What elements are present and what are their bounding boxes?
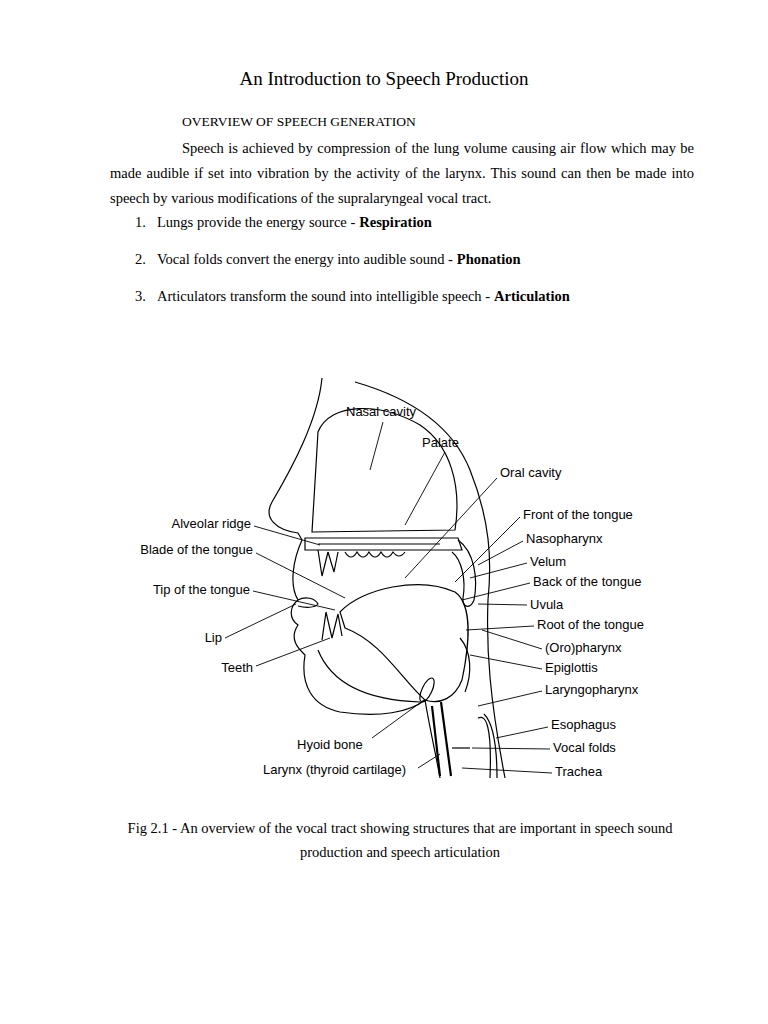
leader-line [418, 754, 440, 768]
part-label: Root of the tongue [537, 617, 644, 633]
leader-line [405, 478, 497, 578]
leader-line [254, 526, 320, 545]
larynx-tube [432, 702, 451, 776]
nasal-cavity-outline [312, 409, 457, 532]
leader-line [482, 630, 542, 649]
part-label: Hyoid bone [297, 737, 363, 753]
part-label: Laryngopharynx [545, 682, 638, 698]
leader-line [478, 691, 542, 706]
leader-line [466, 626, 534, 630]
part-label: Uvula [530, 597, 563, 613]
body-paragraph: Speech is achieved by compression of the… [110, 136, 694, 211]
epiglottis [460, 638, 470, 692]
section-heading: OVERVIEW OF SPEECH GENERATION [182, 114, 416, 130]
leader-line [478, 604, 527, 605]
part-label: Oral cavity [500, 465, 561, 481]
leader-line [470, 655, 542, 669]
leader-line [478, 541, 523, 565]
list-number: 2. [135, 251, 146, 268]
part-label: Palate [422, 435, 459, 451]
list-row: Lungs provide the energy source -Respira… [157, 214, 432, 231]
part-label: Alveolar ridge [172, 516, 252, 532]
part-label: Vocal folds [553, 740, 616, 756]
leader-line [370, 422, 383, 470]
part-label: (Oro)pharynx [545, 640, 622, 656]
leader-line [462, 768, 552, 773]
part-label: Nasal cavity [346, 404, 416, 420]
molars [345, 552, 405, 557]
leader-line [496, 727, 548, 738]
leader-line [462, 583, 530, 600]
leader-line [253, 591, 335, 610]
part-label: Back of the tongue [533, 574, 641, 590]
pharynx-wall [355, 382, 505, 778]
leader-line [225, 604, 296, 638]
part-label: Trachea [555, 764, 602, 780]
face-profile [269, 378, 440, 778]
jaw-floor [318, 650, 420, 702]
stage-term: Articulation [494, 288, 570, 304]
part-label: Lip [205, 630, 222, 646]
part-label: Epiglottis [545, 660, 598, 676]
figure-caption: Fig 2.1 - An overview of the vocal tract… [100, 816, 700, 864]
list-number: 3. [135, 288, 146, 305]
list-row: Vocal folds convert the energy into audi… [157, 251, 521, 268]
part-label: Larynx (thyroid cartilage) [263, 762, 406, 778]
leader-line [455, 517, 520, 582]
upper-teeth [318, 550, 338, 576]
hyoid-bone [417, 676, 437, 704]
leader-line [405, 452, 445, 525]
part-label: Nasopharynx [526, 531, 603, 547]
part-label: Velum [530, 554, 566, 570]
upper-lip [298, 598, 318, 607]
palate-shape [305, 538, 462, 550]
list-text: Lungs provide the energy source - [157, 214, 355, 230]
part-label: Esophagus [551, 717, 616, 733]
vocal-fold-line [452, 747, 470, 748]
part-label: Teeth [221, 660, 253, 676]
leader-line [256, 553, 345, 598]
leader-line [470, 563, 527, 578]
esophagus [478, 714, 497, 778]
tongue [340, 585, 468, 702]
list-row: Articulators transform the sound into in… [157, 288, 570, 305]
part-label: Blade of the tongue [140, 542, 253, 558]
part-label: Front of the tongue [523, 507, 633, 523]
stage-term: Respiration [359, 214, 432, 230]
part-label: Tip of the tongue [153, 582, 250, 598]
leader-line [372, 700, 424, 738]
lower-teeth [322, 612, 342, 640]
list-text: Articulators transform the sound into in… [157, 288, 490, 304]
stage-term: Phonation [457, 251, 521, 267]
list-text: Vocal folds convert the energy into audi… [157, 251, 453, 267]
leader-line [472, 748, 550, 749]
leader-line [256, 638, 330, 666]
list-number: 1. [135, 214, 146, 231]
page-title: An Introduction to Speech Production [0, 68, 768, 90]
